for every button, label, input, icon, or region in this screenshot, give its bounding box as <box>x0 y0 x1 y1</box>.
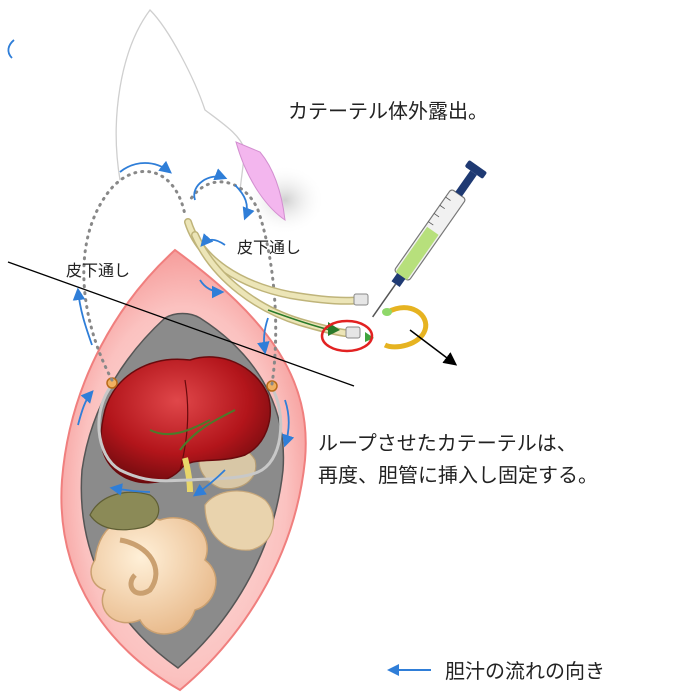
catheter-loop-inner <box>97 384 283 483</box>
direction-arrow <box>409 329 458 366</box>
legend-arrow-icon <box>387 663 431 676</box>
green-wedge-2 <box>365 332 374 342</box>
label-subcutaneous-left: 皮下通し <box>66 261 131 280</box>
green-drop <box>382 308 392 316</box>
animal-outline <box>115 9 246 191</box>
label-loop-line2: 再度、胆管に挿入し固定する。 <box>318 463 598 487</box>
highlight-circle <box>320 319 374 353</box>
subcutaneous-tunnel-left <box>82 169 187 382</box>
connector-lower <box>345 326 361 339</box>
label-loop-instruction: ループさせたカテーテルは、 再度、胆管に挿入し固定する。 <box>318 427 598 491</box>
partial-arrow-mark <box>7 39 15 59</box>
cut-line <box>7 261 355 387</box>
legend: 胆汁の流れの向き <box>385 655 605 684</box>
liver-illustration <box>100 356 271 484</box>
flow-arrows <box>72 160 295 497</box>
label-subcutaneous-right: 皮下通し <box>237 238 302 257</box>
loop-tube <box>383 305 429 350</box>
subcutaneous-tunnel-right <box>188 180 278 386</box>
connector-upper <box>353 293 369 306</box>
syringe-icon <box>372 160 487 318</box>
catheter-exit-right <box>266 380 278 392</box>
legend-label: 胆汁の流れの向き <box>445 659 605 683</box>
label-loop-line1: ループさせたカテーテルは、 <box>318 431 577 455</box>
bile-duct <box>182 457 193 493</box>
label-catheter-exposed: カテーテル体外露出。 <box>288 99 488 123</box>
ear <box>235 141 286 222</box>
intestine-illustration <box>89 444 274 635</box>
